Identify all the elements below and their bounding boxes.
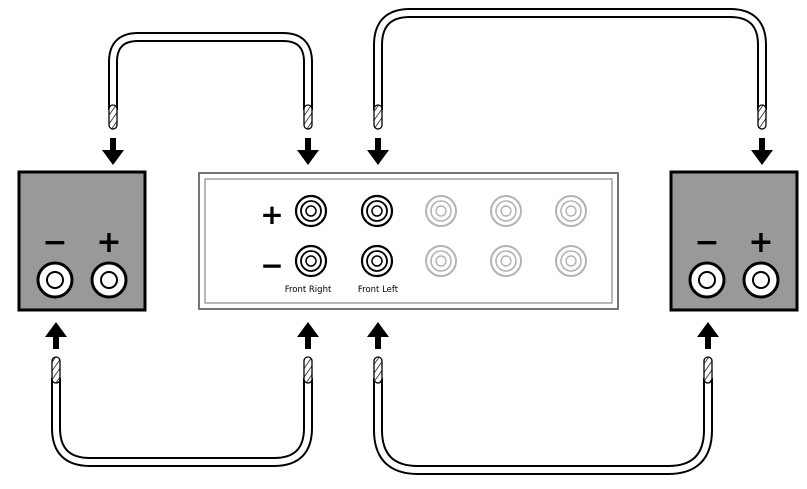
arrow-up-icon — [45, 322, 67, 349]
wire-tip-bottom-left-b — [303, 356, 313, 384]
terminal-positive[interactable] — [425, 195, 457, 227]
speaker-terminal-negative[interactable] — [36, 261, 74, 299]
wire-top-right — [373, 8, 767, 110]
channel-label: Front Left — [358, 285, 399, 295]
channel-label: Front Right — [285, 285, 332, 295]
wire-tip-top-right-b — [757, 104, 767, 130]
channel-unused-3 — [425, 195, 457, 277]
minus-sign: − — [260, 249, 283, 282]
channel-front-right: Front Right — [285, 194, 332, 295]
arrow-down-icon — [297, 138, 319, 165]
left-speaker: − + — [17, 170, 147, 312]
speaker-terminal-positive[interactable] — [742, 261, 780, 299]
wire-tip-bottom-right-b — [703, 356, 713, 384]
wire-tip-top-left-b — [303, 104, 313, 130]
terminal-negative[interactable] — [425, 245, 457, 277]
terminal-negative[interactable] — [294, 244, 328, 278]
terminal-positive[interactable] — [490, 195, 522, 227]
wire-tip-top-right-a — [373, 104, 383, 130]
arrow-up-icon — [697, 322, 719, 349]
wire-bottom-right — [373, 378, 713, 475]
plus-sign: + — [260, 198, 283, 231]
arrow-up-icon — [367, 322, 389, 349]
channel-front-left: Front Left — [358, 194, 399, 295]
wire-tip-top-left-a — [108, 104, 118, 130]
plus-sign: + — [748, 225, 773, 260]
minus-sign: − — [42, 225, 67, 260]
terminal-negative[interactable] — [360, 244, 394, 278]
wire-top-left — [108, 32, 313, 110]
speaker-terminal-negative[interactable] — [688, 261, 726, 299]
receiver-terminal-panel: + − Front Right — [198, 172, 619, 310]
arrow-up-icon — [297, 322, 319, 349]
speaker-terminal-positive[interactable] — [90, 261, 128, 299]
arrow-down-icon — [102, 138, 124, 165]
terminal-positive[interactable] — [294, 194, 328, 228]
channel-unused-4 — [490, 195, 522, 277]
terminal-negative[interactable] — [490, 245, 522, 277]
arrow-down-icon — [751, 138, 773, 165]
wire-tip-bottom-right-a — [373, 356, 383, 384]
terminal-positive[interactable] — [555, 195, 587, 227]
channel-unused-5 — [555, 195, 587, 277]
plus-sign: + — [96, 225, 121, 260]
wire-tip-bottom-left-a — [51, 356, 61, 384]
terminal-negative[interactable] — [555, 245, 587, 277]
terminal-positive[interactable] — [360, 194, 394, 228]
minus-sign: − — [694, 225, 719, 260]
wire-bottom-left — [51, 378, 313, 467]
right-speaker: − + — [669, 170, 799, 312]
arrow-down-icon — [367, 138, 389, 165]
